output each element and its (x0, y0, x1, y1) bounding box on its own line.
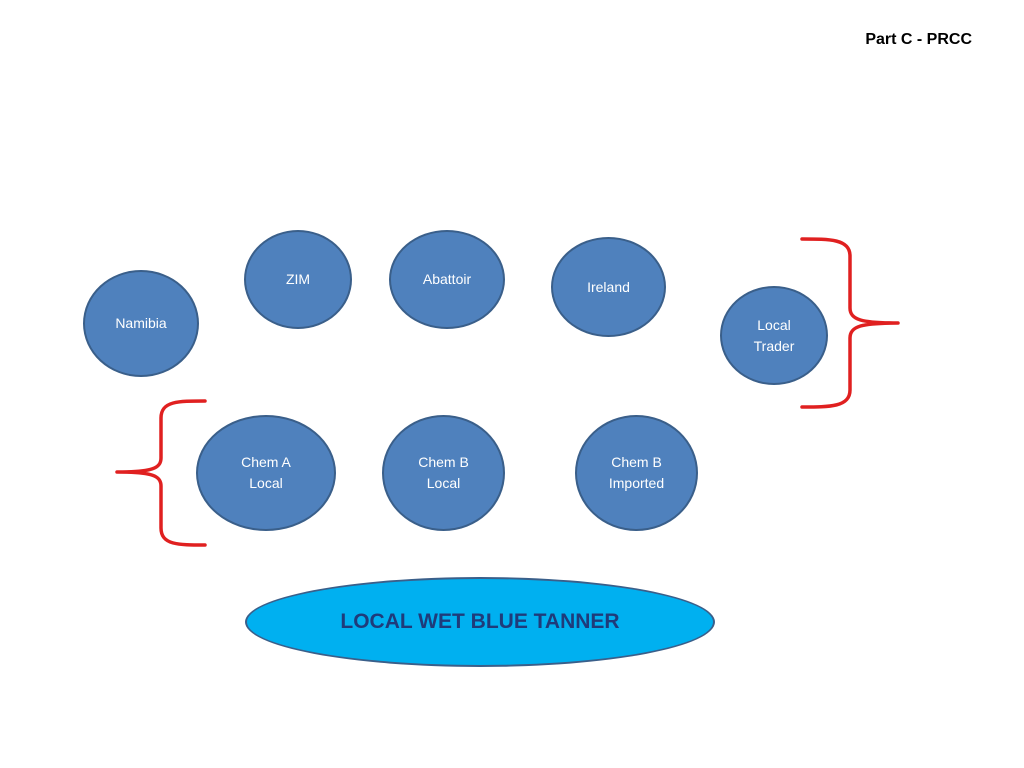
node-abattoir: Abattoir (389, 230, 505, 329)
left-brace (115, 399, 207, 547)
tanner-label: LOCAL WET BLUE TANNER (340, 610, 620, 633)
node-local-trader: Local Trader (720, 286, 828, 385)
tanner-ellipse: LOCAL WET BLUE TANNER (245, 577, 715, 667)
right-brace (800, 237, 900, 409)
node-zim: ZIM (244, 230, 352, 329)
slide-title: Part C - PRCC (865, 31, 972, 48)
node-namibia: Namibia (83, 270, 199, 377)
node-chem-b-local: Chem B Local (382, 415, 505, 531)
node-chem-a-local: Chem A Local (196, 415, 336, 531)
node-chem-b-imported: Chem B Imported (575, 415, 698, 531)
node-ireland: Ireland (551, 237, 666, 337)
